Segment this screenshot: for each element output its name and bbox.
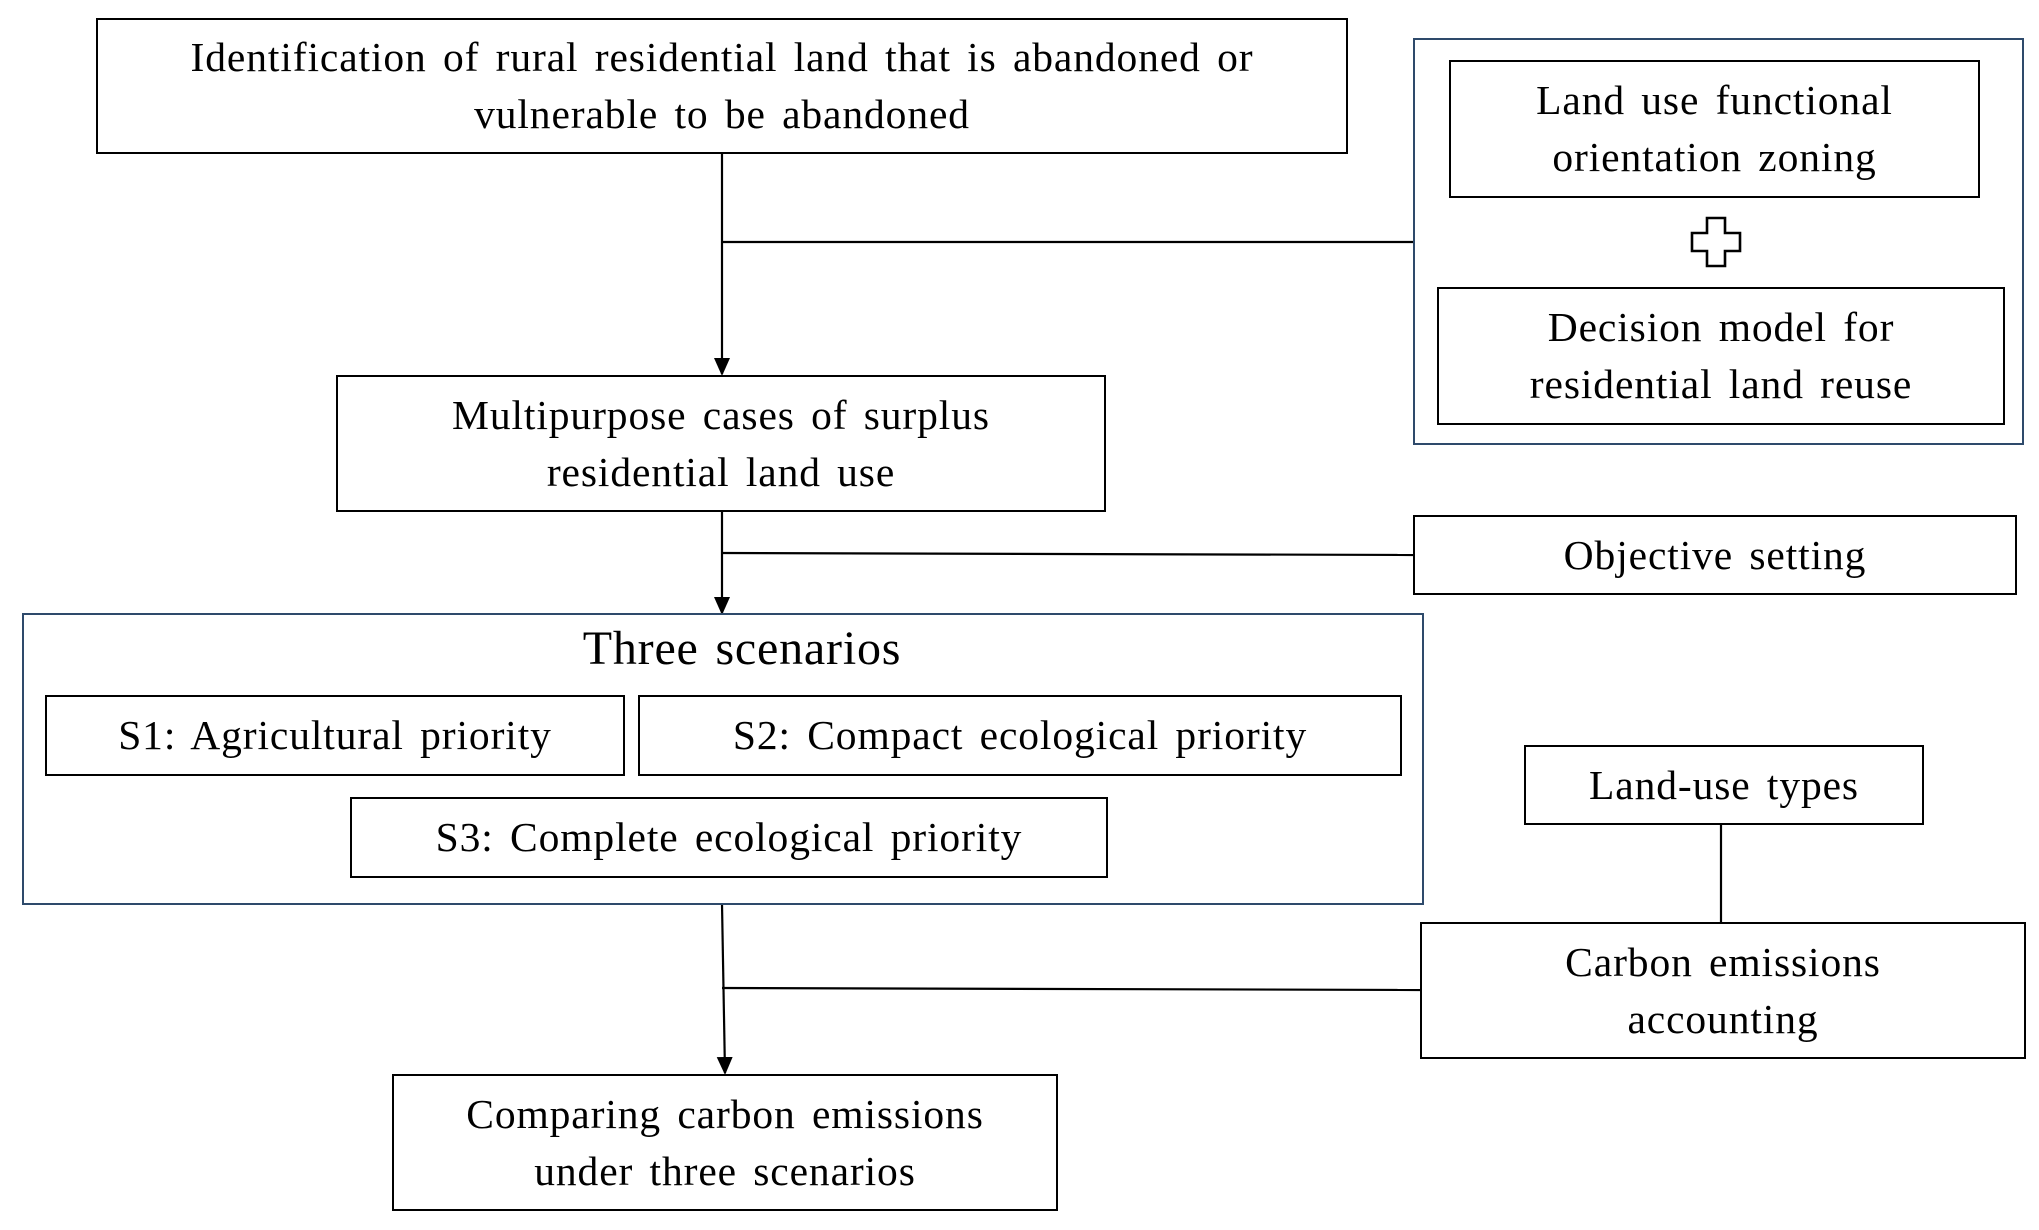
identification-box: Identification of rural residential land…: [96, 18, 1348, 154]
connector-objective-setting: [721, 551, 1414, 557]
s2-label: S2: Compact ecological priority: [732, 712, 1308, 758]
land-use-zoning-box: Land use functional orientation zoning: [1449, 60, 1980, 198]
multipurpose-label: Multipurpose cases of surplus residentia…: [452, 391, 990, 495]
decision-model-box: Decision model for residential land reus…: [1437, 287, 2005, 425]
s3-label: S3: Complete ecological priority: [435, 814, 1023, 860]
land-use-zoning-label: Land use functional orientation zoning: [1536, 77, 1893, 180]
land-use-types-label: Land-use types: [1589, 761, 1859, 808]
objective-setting-box: Objective setting: [1413, 515, 2017, 595]
s1-agricultural-box: S1: Agricultural priority: [45, 695, 625, 776]
comparing-box: Comparing carbon emissions under three s…: [392, 1074, 1058, 1211]
land-use-types-box: Land-use types: [1524, 745, 1924, 825]
s3-complete-ecological-box: S3: Complete ecological priority: [350, 797, 1108, 878]
objective-setting-label: Objective setting: [1563, 531, 1867, 578]
decision-model-label: Decision model for residential land reus…: [1529, 304, 1913, 407]
plus-outline-icon: [1690, 216, 1742, 268]
land-reuse-group: [1413, 38, 2024, 445]
comparing-label: Comparing carbon emissions under three s…: [466, 1090, 984, 1194]
connector-carbon-accounting: [721, 986, 1421, 992]
identification-label: Identification of rural residential land…: [190, 34, 1254, 137]
s2-compact-ecological-box: S2: Compact ecological priority: [638, 695, 1402, 776]
s1-label: S1: Agricultural priority: [118, 712, 552, 758]
carbon-accounting-box: Carbon emissions accounting: [1420, 922, 2026, 1059]
multipurpose-box: Multipurpose cases of surplus residentia…: [336, 375, 1106, 512]
three-scenarios-title: Three scenarios: [582, 622, 902, 675]
carbon-accounting-label: Carbon emissions accounting: [1565, 938, 1881, 1042]
three-scenarios-group: [22, 613, 1424, 905]
